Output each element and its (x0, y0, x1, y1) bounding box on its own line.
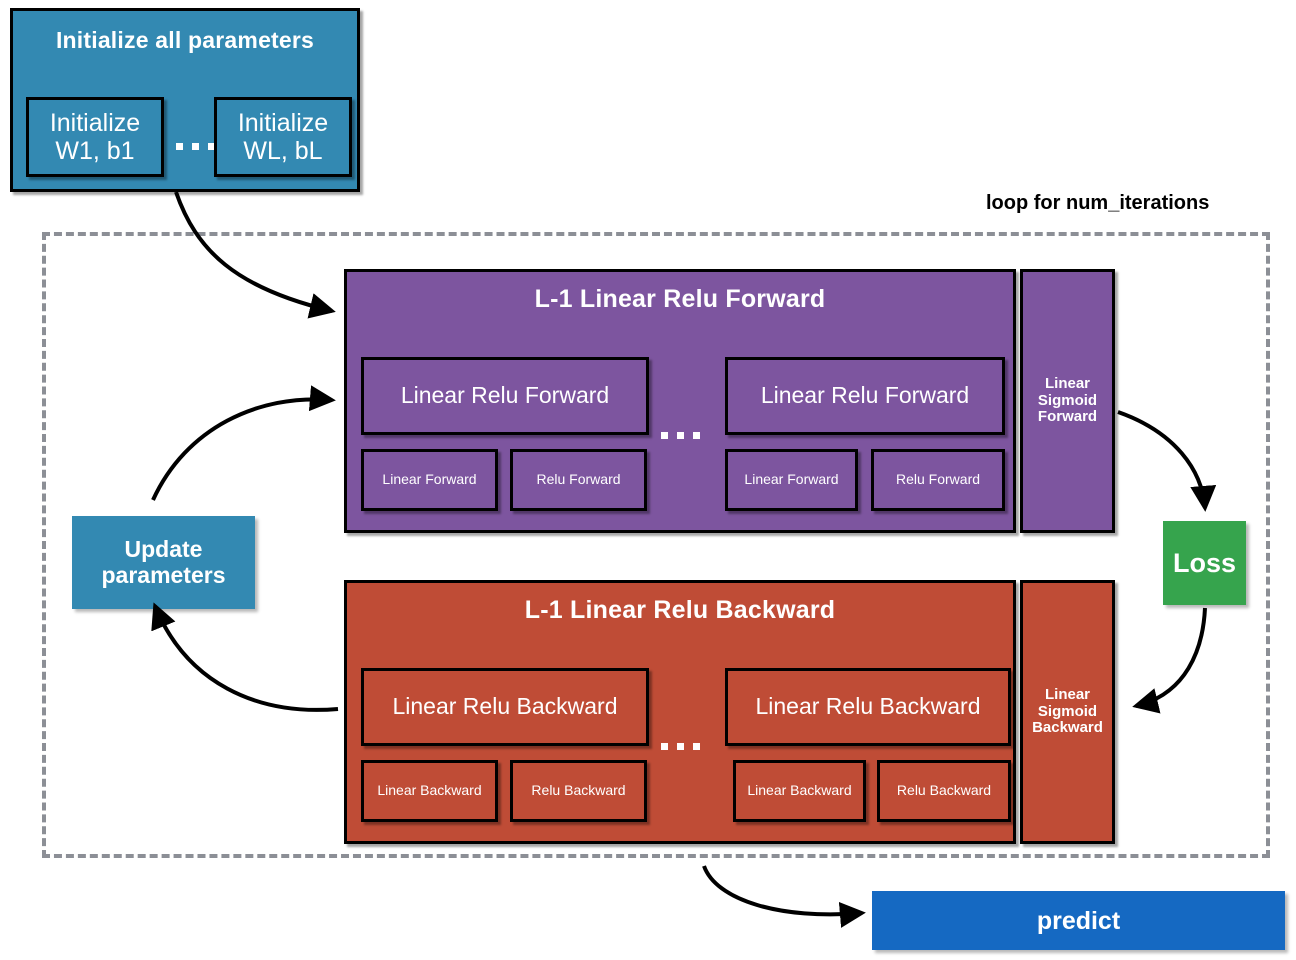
linear-backward-box-2[interactable]: Linear Backward (733, 760, 866, 822)
linear-relu-forward-unit-1[interactable]: Linear Relu Forward (361, 357, 649, 435)
linear-sigmoid-backward-line1: Linear (1044, 685, 1090, 703)
linear-sigmoid-backward-line3: Backward (1032, 719, 1103, 737)
backward-block-title: L-1 Linear Relu Backward (524, 596, 836, 624)
initialize-all-parameters-block[interactable]: Initialize all parameters Initialize W1,… (10, 8, 360, 192)
linear-sigmoid-forward-line1: Linear (1044, 374, 1090, 392)
linear-relu-forward-unit-1-label: Linear Relu Forward (400, 382, 610, 409)
initialize-wl-bl-box[interactable]: Initialize WL, bL (214, 97, 352, 177)
linear-sigmoid-backward-box[interactable]: Linear Sigmoid Backward (1020, 580, 1115, 844)
relu-backward-box-1-label: Relu Backward (531, 782, 626, 799)
relu-forward-box-1-label: Relu Forward (536, 471, 621, 488)
initialize-ellipsis (176, 143, 215, 150)
linear-relu-backward-unit-2[interactable]: Linear Relu Backward (725, 668, 1011, 746)
relu-backward-box-1[interactable]: Relu Backward (510, 760, 647, 822)
linear-relu-backward-unit-1[interactable]: Linear Relu Backward (361, 668, 649, 746)
relu-forward-box-1[interactable]: Relu Forward (510, 449, 647, 511)
predict-block[interactable]: predict (872, 891, 1285, 950)
update-parameters-line2: parameters (101, 561, 226, 588)
backward-block[interactable]: L-1 Linear Relu Backward Linear Relu Bac… (344, 580, 1016, 844)
linear-sigmoid-backward-line2: Sigmoid (1037, 702, 1098, 720)
loss-label: Loss (1172, 547, 1237, 578)
linear-forward-box-1[interactable]: Linear Forward (361, 449, 498, 511)
loss-block[interactable]: Loss (1163, 521, 1246, 605)
linear-forward-box-2-label: Linear Forward (744, 471, 839, 488)
linear-backward-box-1-label: Linear Backward (377, 782, 482, 799)
initialize-w1-b1-line1: Initialize (49, 109, 141, 137)
initialize-w1-b1-line2: W1, b1 (55, 137, 135, 165)
relu-forward-box-2-label: Relu Forward (895, 471, 981, 488)
initialize-w1-b1-box[interactable]: Initialize W1, b1 (26, 97, 164, 177)
loop-region (42, 232, 1270, 858)
forward-block[interactable]: L-1 Linear Relu Forward Linear Relu Forw… (344, 269, 1016, 533)
relu-backward-box-2-label: Relu Backward (896, 782, 992, 799)
linear-forward-box-2[interactable]: Linear Forward (725, 449, 858, 511)
initialize-block-title: Initialize all parameters (55, 27, 315, 53)
predict-label: predict (1036, 906, 1121, 935)
linear-sigmoid-forward-box[interactable]: Linear Sigmoid Forward (1020, 269, 1115, 533)
relu-forward-box-2[interactable]: Relu Forward (871, 449, 1005, 511)
initialize-wl-bl-line1: Initialize (237, 109, 329, 137)
linear-sigmoid-forward-line2: Sigmoid (1037, 391, 1098, 409)
linear-relu-forward-unit-2-label: Linear Relu Forward (760, 382, 970, 409)
linear-forward-box-1-label: Linear Forward (382, 471, 477, 488)
initialize-wl-bl-line2: WL, bL (243, 137, 323, 165)
forward-block-title: L-1 Linear Relu Forward (534, 285, 826, 313)
update-parameters-line1: Update (124, 535, 203, 562)
backward-units-ellipsis (661, 743, 700, 750)
linear-backward-box-2-label: Linear Backward (747, 782, 852, 799)
relu-backward-box-2[interactable]: Relu Backward (877, 760, 1011, 822)
linear-relu-forward-unit-2[interactable]: Linear Relu Forward (725, 357, 1005, 435)
update-parameters-block[interactable]: Update parameters (72, 516, 255, 609)
linear-relu-backward-unit-2-label: Linear Relu Backward (755, 693, 981, 720)
linear-backward-box-1[interactable]: Linear Backward (361, 760, 498, 822)
loop-label: loop for num_iterations (986, 192, 1210, 214)
arrow-loop-to-predict (702, 865, 866, 928)
forward-units-ellipsis (661, 432, 700, 439)
linear-sigmoid-forward-line3: Forward (1037, 408, 1098, 426)
linear-relu-backward-unit-1-label: Linear Relu Backward (392, 693, 618, 720)
